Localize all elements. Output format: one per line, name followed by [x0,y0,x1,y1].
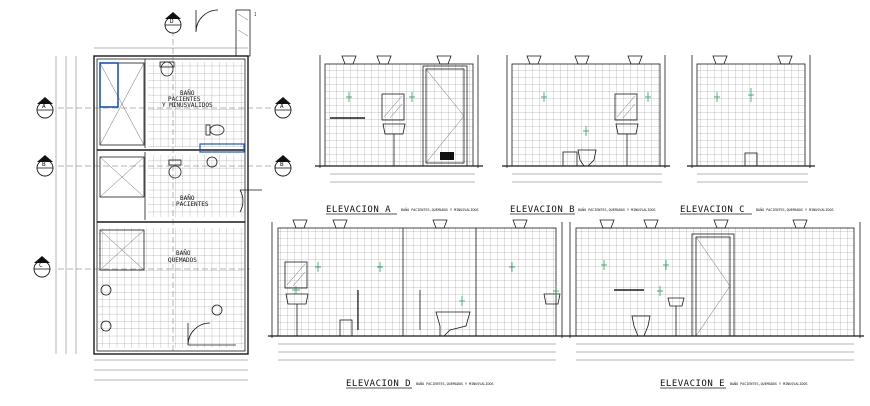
section-marker-d: D [164,12,182,34]
elevation-b-caption: ELEVACION B BAÑO PACIENTES,QUEMADOS Y MI… [510,205,656,215]
room-label-pacientes-2: PACIENTES [176,201,209,208]
svg-text:B: B [42,161,46,168]
elevation-d [268,219,566,361]
room-label-minusvalidos-3: Y MINUSVALIDOS [162,102,213,109]
elevation-d-subtitle: BAÑO PACIENTES,QUEMADOS Y MINUSVALIDOS [416,381,494,386]
room-label-quemados-1: BAÑO [176,250,191,257]
section-marker-b-left: B [36,155,54,177]
section-marker-a-left: A [36,97,54,119]
elevation-d-title: ELEVACION D [346,379,411,389]
elevation-b-title: ELEVACION B [510,205,575,215]
section-marker-b-right: B [274,155,292,177]
elevation-a-title: ELEVACION A [326,205,391,215]
elevation-b [502,55,670,183]
svg-text:C: C [39,262,43,269]
elevation-e-caption: ELEVACION E BAÑO PACIENTES,QUEMADOS Y MI… [660,379,808,389]
elevation-c-title: ELEVACION C [680,205,745,215]
elevation-e-title: ELEVACION E [660,379,725,389]
floor-plan: I BAÑO PACIENTES Y MINUSVALIDOS BAÑO PAC… [55,9,285,381]
elevation-e-subtitle: BAÑO PACIENTES,QUEMADOS Y MINUSVALIDOS [730,381,808,386]
elevation-a-subtitle: BAÑO PACIENTES,QUEMADOS Y MINUSVALIDOS [401,207,479,212]
elevation-c-caption: ELEVACION C BAÑO PACIENTES,QUEMADOS Y MI… [680,205,834,215]
elevation-e [566,219,864,361]
elevation-c [687,55,815,183]
section-marker-a-right: A [274,97,292,119]
elevation-a [315,55,483,183]
elevation-c-subtitle: BAÑO PACIENTES,QUEMADOS Y MINUSVALIDOS [756,207,834,212]
section-marker-c: C [33,256,51,278]
room-label-quemados-2: QUEMADOS [168,257,197,264]
elevation-a-caption: ELEVACION A BAÑO PACIENTES,QUEMADOS Y MI… [326,205,479,215]
elevation-d-caption: ELEVACION D BAÑO PACIENTES,QUEMADOS Y MI… [346,379,494,389]
elevation-b-subtitle: BAÑO PACIENTES,QUEMADOS Y MINUSVALIDOS [578,207,656,212]
svg-text:A: A [42,103,46,110]
svg-text:B: B [280,161,284,168]
room-label-minusvalidos-2: PACIENTES [168,96,201,103]
svg-text:I: I [254,12,257,17]
room-label-pacientes-1: BAÑO [180,195,195,202]
svg-text:A: A [280,103,284,110]
room-label-minusvalidos-1: BAÑO [180,90,195,97]
svg-text:D: D [170,18,174,25]
